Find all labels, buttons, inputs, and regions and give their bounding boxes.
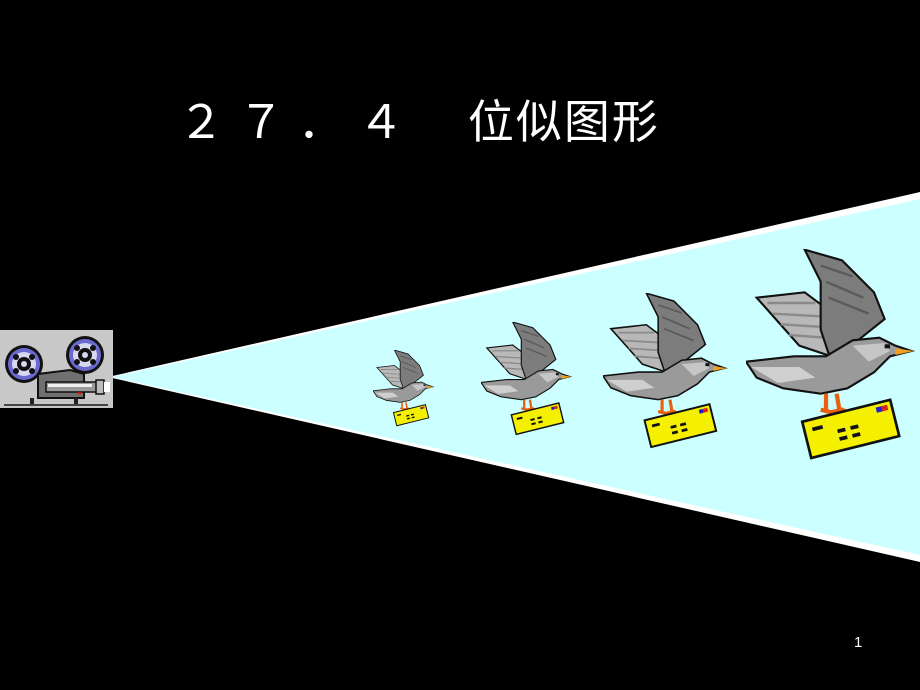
reel-left-icon	[5, 345, 43, 383]
slide-title: ２７．４ 位似图形	[178, 92, 660, 152]
reel-right-icon	[66, 336, 104, 374]
pigeon-2-icon	[481, 322, 573, 436]
section-number: ２７．４	[178, 95, 418, 149]
section-title: 位似图形	[467, 95, 660, 149]
page-number: 1	[854, 634, 863, 651]
pigeon-3-icon	[603, 293, 729, 449]
pigeon-1-icon	[373, 350, 435, 427]
film-projector-icon	[0, 330, 113, 408]
pigeon-4-icon	[746, 249, 920, 469]
